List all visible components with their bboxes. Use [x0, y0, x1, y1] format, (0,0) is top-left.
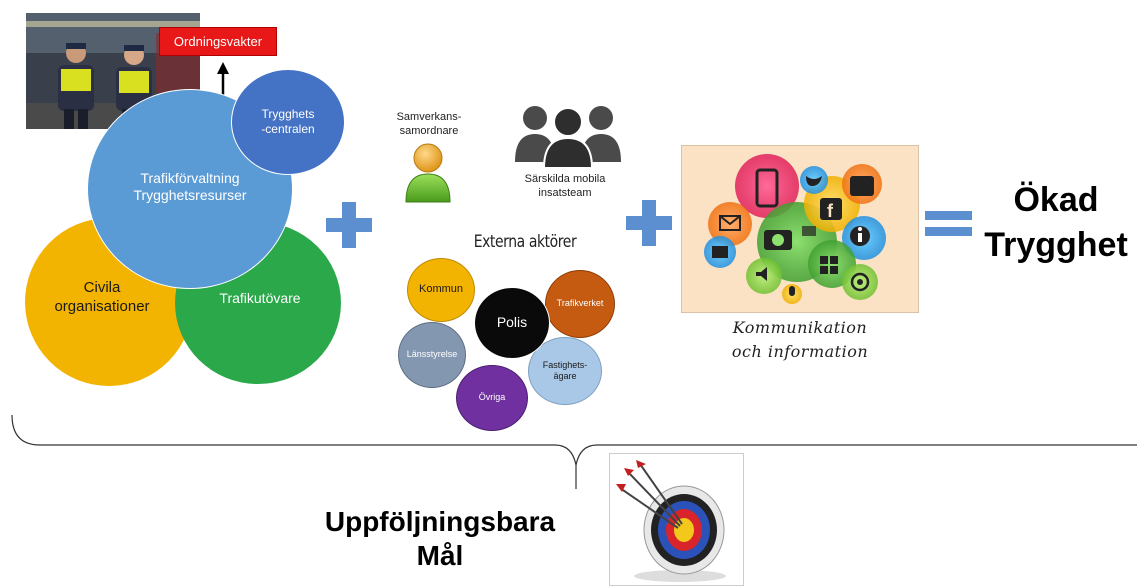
trafikverket-label: Trafikverket	[556, 298, 604, 309]
trafikforvaltning-label-line2: Trygghetsresurser	[133, 187, 247, 203]
goal-label-line2: Mål	[416, 539, 464, 571]
result-label-line1: Ökad	[1013, 181, 1099, 219]
polis-circle: Polis	[474, 287, 550, 359]
trafikforvaltning-label-line1: Trafikförvaltning	[140, 169, 240, 186]
plus-icon	[326, 202, 372, 248]
polis-label: Polis	[496, 314, 528, 331]
sarskilda-label: Särskilda mobila insatsteam	[500, 172, 630, 201]
kommunikation-label-line2: och information	[731, 342, 869, 361]
samverkans-label-line1: Samverkans-	[396, 111, 462, 123]
person-icon	[405, 143, 451, 203]
kommunikation-label-line1: Kommunikation	[732, 318, 868, 337]
trygghetscentralen-label-line1: Trygghets	[261, 107, 315, 121]
civila-label-line1: Civila	[83, 279, 121, 297]
result-label-line2: Trygghet	[984, 225, 1128, 264]
goal-label: Uppföljningsbara Mål	[290, 505, 590, 572]
kommun-circle: Kommun	[407, 258, 475, 322]
kommun-label: Kommun	[418, 283, 464, 296]
social-media-icons: f	[681, 145, 919, 313]
target-icon	[609, 453, 744, 586]
fastighet-label-line1: Fastighets-	[542, 359, 588, 370]
sarskilda-label-line1: Särskilda mobila	[524, 173, 606, 185]
result-label: Ökad Trygghet	[978, 178, 1134, 268]
plus-icon	[626, 200, 672, 246]
ordningsvakter-box: Ordningsvakter	[159, 27, 277, 56]
ovriga-label: Övriga	[478, 392, 506, 403]
trafikforvaltning-circle: Trafikförvaltning Trygghetsresurser	[87, 89, 293, 289]
equals-icon	[925, 211, 972, 237]
lansstyrelse-label: Länsstyrelse	[406, 349, 458, 360]
civila-label-line2: organisationer	[54, 298, 150, 315]
trafikverket-circle: Trafikverket	[545, 270, 615, 338]
goal-label-line1: Uppföljningsbara	[324, 506, 556, 537]
ordningsvakter-label: Ordningsvakter	[173, 34, 263, 49]
kommunikation-label: Kommunikation och information	[690, 316, 910, 364]
externa-title: Externa aktörer	[473, 232, 577, 252]
trygghetscentralen-circle: Trygghets -centralen	[231, 69, 345, 175]
samverkans-label: Samverkans- samordnare	[384, 110, 474, 139]
trygghetscentralen-label-line2: -centralen	[261, 122, 315, 136]
trafikutovare-label: Trafikutövare	[219, 290, 301, 307]
sarskilda-label-line2: insatsteam	[538, 187, 592, 200]
svg-text:f: f	[827, 201, 834, 221]
brace-divider	[11, 414, 1137, 489]
lansstyrelse-circle: Länsstyrelse	[398, 322, 466, 388]
fastighet-label-line2: ägare	[553, 371, 577, 381]
ovriga-circle: Övriga	[456, 365, 528, 431]
samverkans-label-line2: samordnare	[399, 125, 459, 138]
fastighetsagare-circle: Fastighets- ägare	[528, 337, 602, 405]
group-icon	[515, 106, 621, 168]
